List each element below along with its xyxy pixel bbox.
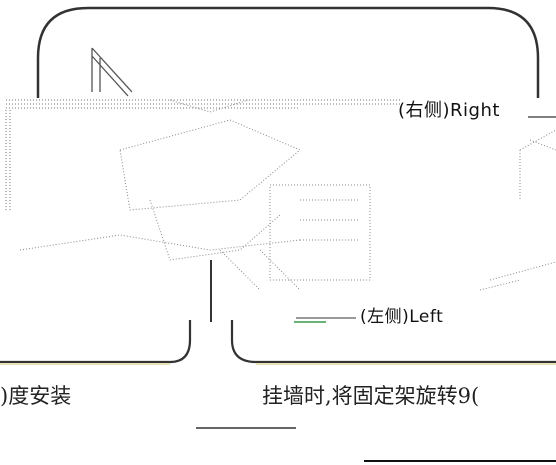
bracket-rail [6,99,400,109]
rotation-arc-left [0,320,192,364]
caption-left-chinese: )度安装 [0,384,72,408]
rotation-arc-right [230,320,556,364]
right-side-label: (右侧)Right [398,100,500,121]
left-edge-hatch [5,110,11,210]
left-side-label: (左侧)Left [360,307,444,327]
device-outline-top [36,6,540,98]
right-wall-bracket [479,129,556,291]
mount-assembly [19,99,371,291]
caption-right-chinese: 挂墙时,将固定架旋转9( [262,384,480,408]
bracket-arm [91,47,133,97]
